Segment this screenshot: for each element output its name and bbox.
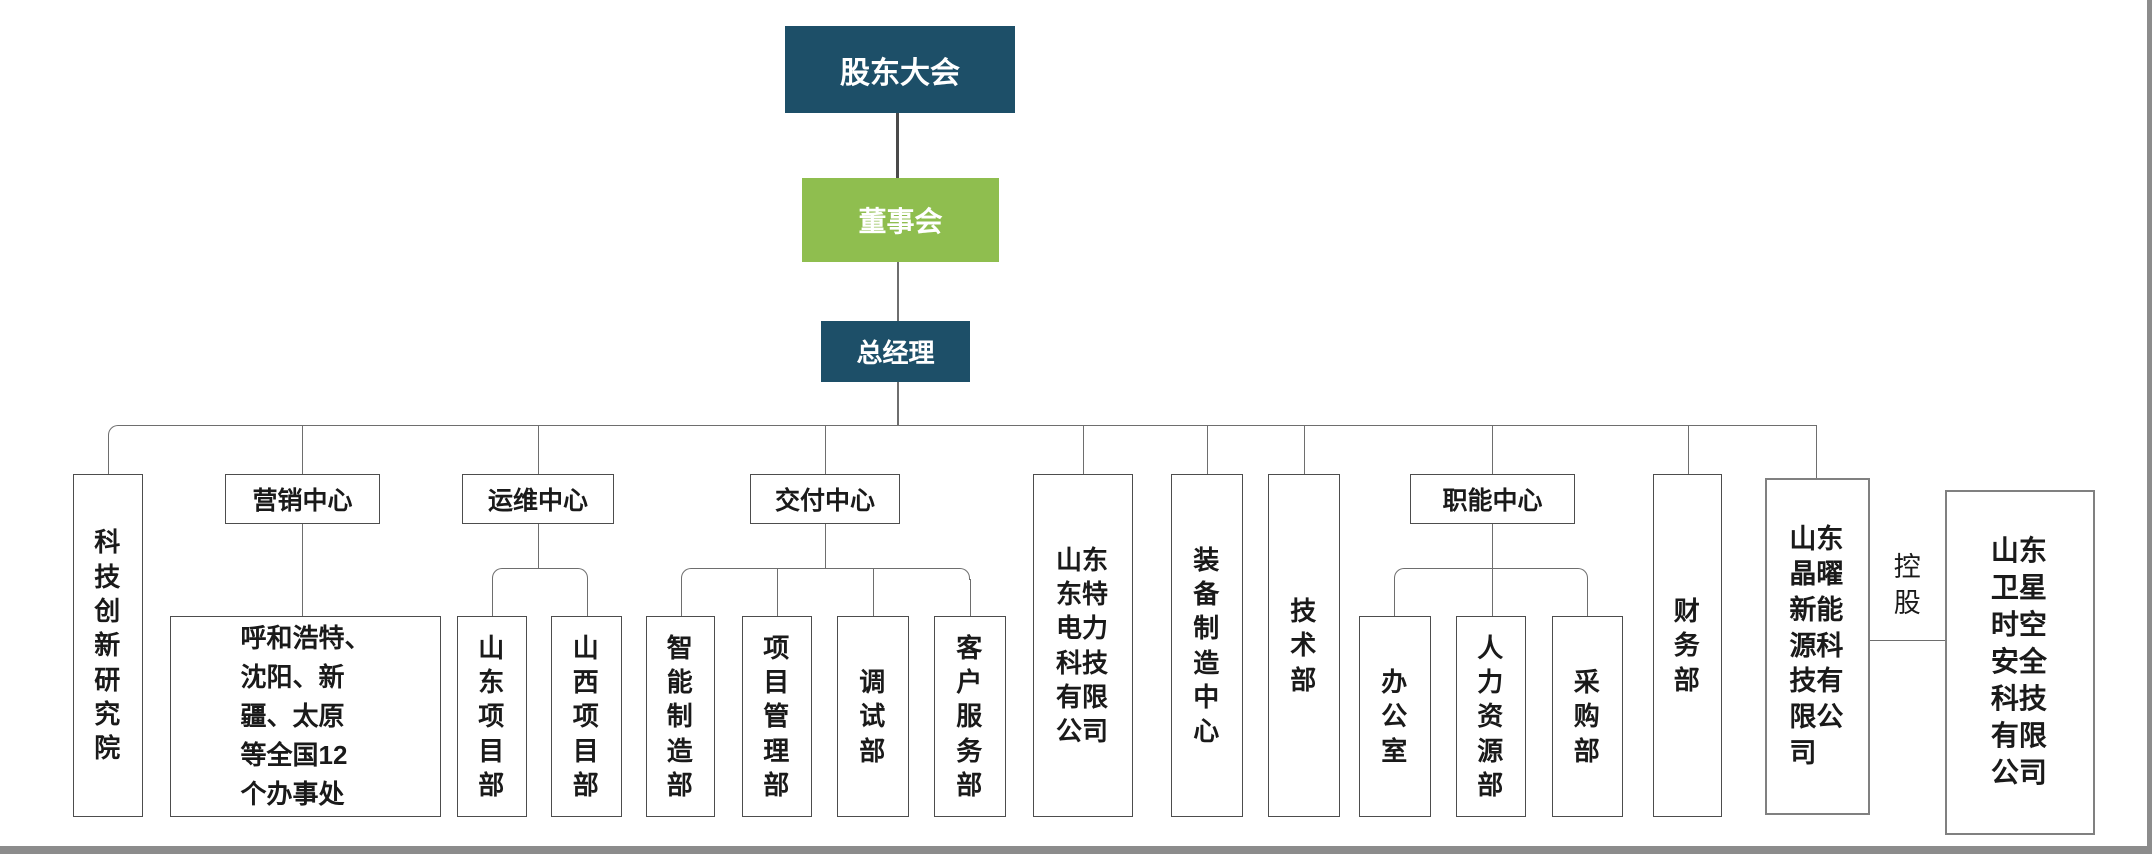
node-label: 山东项目部 <box>478 632 505 800</box>
connector-line <box>958 568 970 580</box>
node-label: 项目管理部 <box>763 632 790 800</box>
connector-line <box>492 579 493 616</box>
connector-line <box>576 568 588 580</box>
node-procurement-dept: 采购部 <box>1552 616 1623 817</box>
connector-line <box>1405 568 1577 569</box>
connector-line <box>503 568 577 569</box>
node-satellite-spacetime-security-company: 山东卫星时空安全科技有限公司 <box>1945 490 2095 835</box>
node-project-management-dept: 项目管理部 <box>742 616 812 817</box>
node-delivery-center: 交付中心 <box>750 474 900 524</box>
node-general-manager: 总经理 <box>821 321 970 382</box>
node-label: 科技创新研究院 <box>94 527 121 764</box>
node-functional-center: 职能中心 <box>1410 474 1575 524</box>
connector-line <box>1492 524 1493 616</box>
node-label: 营销中心 <box>252 487 353 515</box>
node-label: 装备制造中心 <box>1193 544 1220 747</box>
node-label: 调试部 <box>859 667 886 766</box>
node-label: 山东晶曜新能源科技有限公司 <box>1789 523 1844 768</box>
node-label: 董事会 <box>858 206 943 237</box>
node-label: 交付中心 <box>774 487 875 515</box>
connector-line <box>897 262 899 321</box>
node-national-offices: 呼和浩特、 沈阳、新 疆、太原 等全国12 个办事处 <box>170 616 441 817</box>
connector-line <box>1870 640 1945 641</box>
node-equipment-manufacturing-center: 装备制造中心 <box>1171 474 1243 817</box>
connector-line <box>302 524 303 616</box>
connector-line <box>538 425 539 474</box>
node-label: 总经理 <box>856 338 935 368</box>
node-shareholders-meeting: 股东大会 <box>785 26 1015 113</box>
node-label: 智能制造部 <box>666 632 693 800</box>
connector-line <box>1688 425 1689 474</box>
connector-line <box>777 568 778 616</box>
node-label: 山东东特电力科技有限公司 <box>1055 544 1108 747</box>
node-label: 股东大会 <box>840 56 960 90</box>
node-jingyao-new-energy-company: 山东晶曜新能源科技有限公司 <box>1765 478 1870 815</box>
node-smart-manufacturing-dept: 智能制造部 <box>646 616 715 817</box>
node-office: 办公室 <box>1359 616 1431 817</box>
node-tech-innovation-institute: 科技创新研究院 <box>73 474 143 817</box>
connector-line <box>692 568 959 569</box>
connector-line <box>825 425 826 474</box>
connector-line <box>1587 579 1588 616</box>
node-commissioning-dept: 调试部 <box>837 616 909 817</box>
node-label: 呼和浩特、 沈阳、新 疆、太原 等全国12 个办事处 <box>240 623 371 809</box>
node-shanxi-project-dept: 山西项目部 <box>551 616 622 817</box>
connector-line <box>1394 579 1395 616</box>
connector-line <box>1394 568 1406 580</box>
connector-line <box>1207 425 1208 474</box>
node-label: 山东卫星时空安全科技有限公司 <box>1990 535 2047 788</box>
node-operations-center: 运维中心 <box>462 474 614 524</box>
node-marketing-center: 营销中心 <box>225 474 380 524</box>
node-human-resources-dept: 人力资源部 <box>1456 616 1526 817</box>
node-label: 山西项目部 <box>572 632 599 800</box>
connector-line <box>681 568 693 580</box>
node-label: 职能中心 <box>1442 487 1543 515</box>
node-board-of-directors: 董事会 <box>802 178 999 262</box>
connector-line <box>492 568 504 580</box>
node-label: 技术部 <box>1290 596 1317 695</box>
node-label: 财务部 <box>1673 596 1700 695</box>
node-label: 办公室 <box>1381 667 1408 766</box>
node-shandong-project-dept: 山东项目部 <box>457 616 527 817</box>
connector-line <box>896 113 899 178</box>
connector-line <box>1304 425 1305 474</box>
connector-line <box>1083 425 1084 474</box>
connector-line <box>587 579 588 616</box>
right-window-edge <box>2147 0 2152 854</box>
connector-line <box>108 438 109 474</box>
node-technology-dept: 技术部 <box>1268 474 1340 817</box>
connector-line <box>108 425 122 439</box>
connector-line <box>970 579 971 616</box>
connector-line <box>302 425 303 474</box>
bottom-window-edge <box>0 846 2152 854</box>
connector-line <box>873 568 874 616</box>
node-label: 客户服务部 <box>956 632 983 800</box>
connector-line <box>121 425 1816 426</box>
connector-line <box>1576 568 1588 580</box>
node-label: 采购部 <box>1573 667 1600 766</box>
holding-relation-label: 控股 <box>1880 540 1936 632</box>
node-label: 运维中心 <box>487 487 588 515</box>
node-label: 人力资源部 <box>1477 632 1504 800</box>
node-finance-dept: 财务部 <box>1653 474 1722 817</box>
connector-line <box>897 382 899 425</box>
connector-line <box>1492 425 1493 474</box>
connector-line <box>538 524 539 568</box>
connector-line <box>681 579 682 616</box>
connector-line <box>1816 425 1817 478</box>
node-customer-service-dept: 客户服务部 <box>934 616 1006 817</box>
node-dongte-electric-power-company: 山东东特电力科技有限公司 <box>1033 474 1133 817</box>
node-label: 控股 <box>1893 552 1921 618</box>
connector-line <box>825 524 826 568</box>
